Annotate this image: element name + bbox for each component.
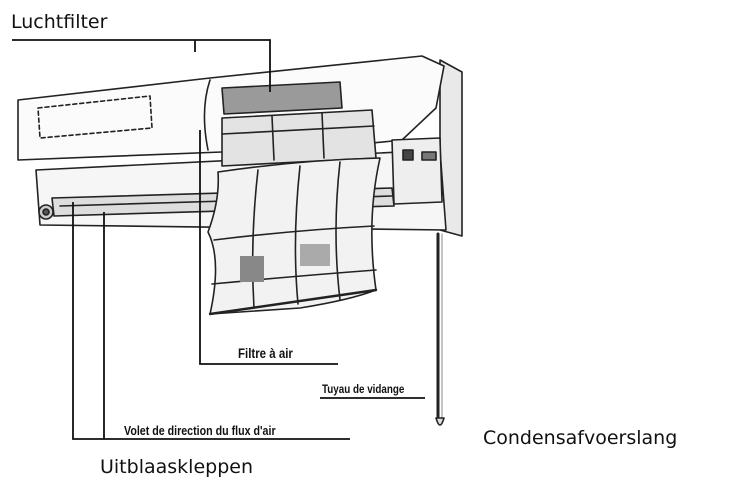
leader-volet-outer [72,202,120,440]
label-filtre-a-air: Filtre à air [238,345,293,361]
filter-top-mesh [221,81,343,115]
front-panel-inner-edge [203,79,211,151]
label-luchtfilter: Luchtfilter [11,11,108,33]
label-uitblaaskleppen: Uitblaaskleppen [100,456,253,478]
filter-frame-bottom [208,288,378,316]
filter-slot-area [221,109,377,167]
label-condensafvoerslang: Condensafvoerslang [483,427,678,449]
air-filter-removed [207,157,381,315]
leader-filtre [199,130,235,365]
control-box [391,137,443,205]
label-tuyau-de-vidange: Tuyau de vidange [322,382,405,396]
panel-window [37,95,153,139]
leader-luchtfilter [12,39,271,92]
label-volet-direction: Volet de direction du flux d'air [124,423,276,438]
control-knob [402,149,414,161]
drain-pipe-tip [435,417,445,426]
